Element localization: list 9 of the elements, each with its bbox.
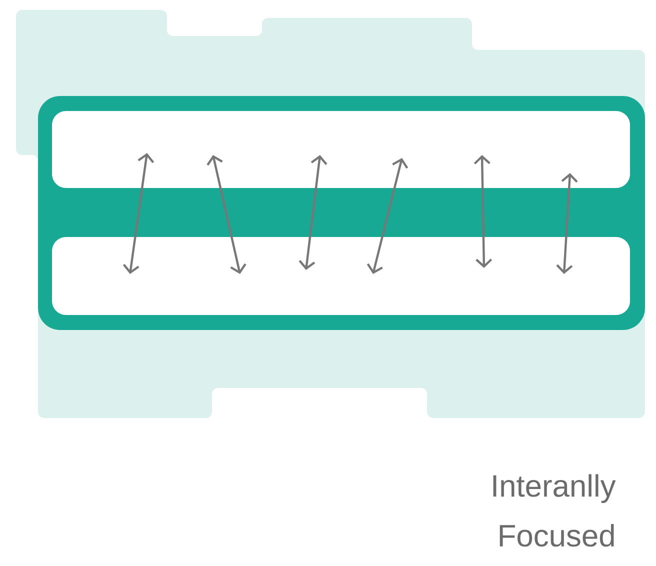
caption-text: Interanlly Focused [493, 474, 616, 547]
double-arrow [298, 155, 328, 270]
double-arrow [556, 173, 578, 274]
double-arrow [366, 158, 408, 274]
double-arrow [206, 155, 246, 274]
band-box [52, 237, 630, 315]
double-arrow [474, 155, 492, 268]
band-box [52, 111, 630, 188]
double-arrow [122, 153, 154, 274]
